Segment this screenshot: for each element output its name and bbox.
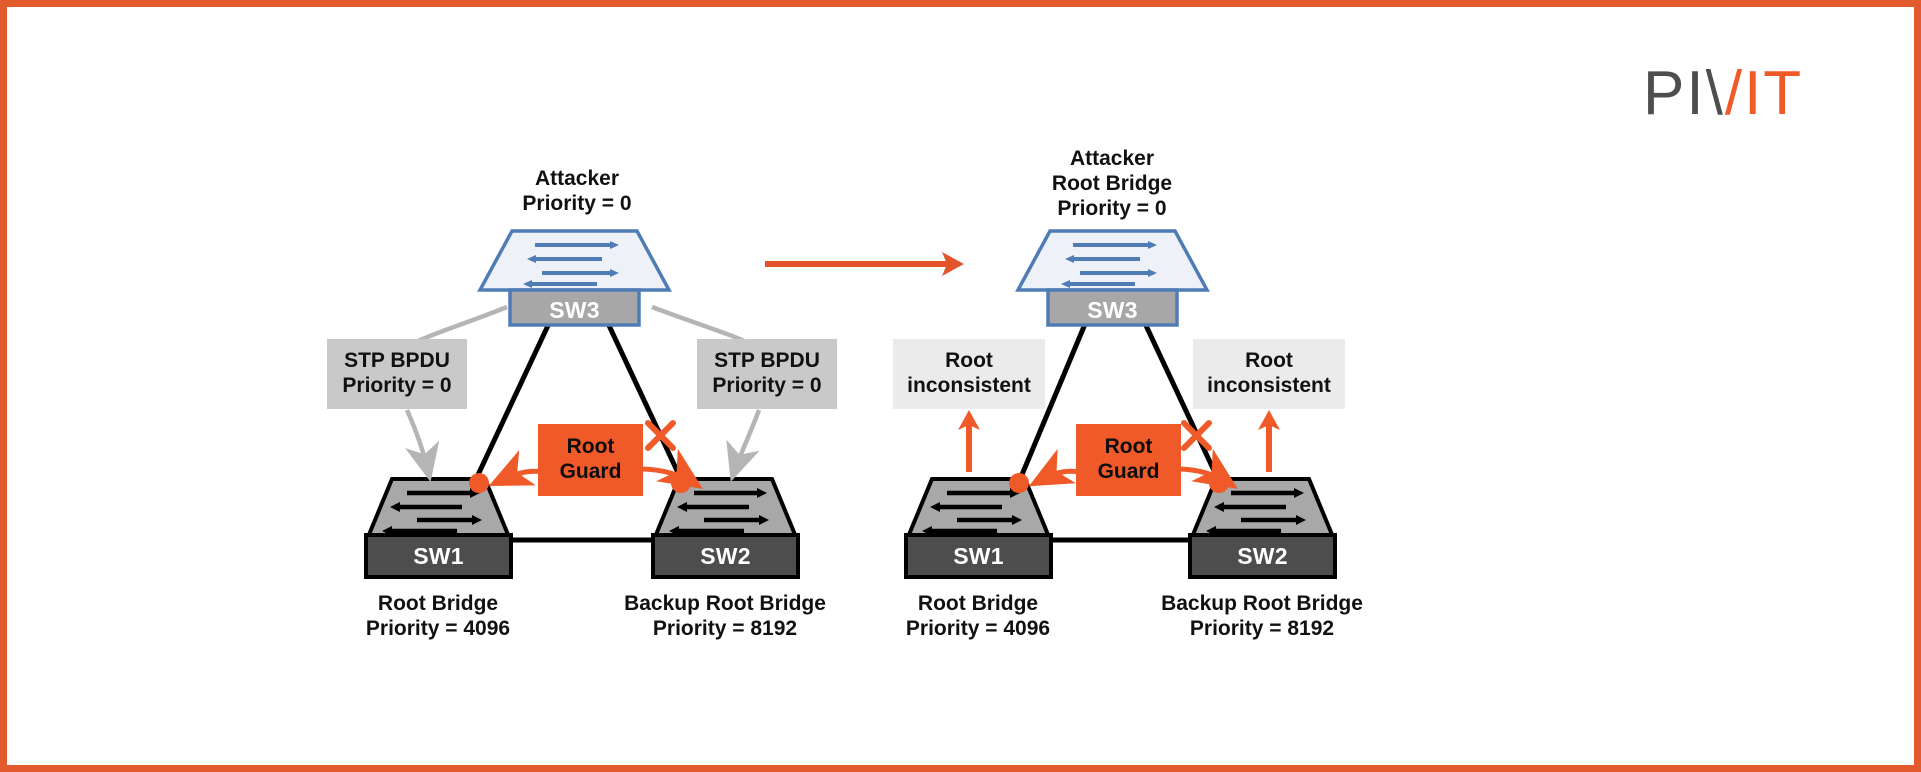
right-switch-sw2 bbox=[1188, 477, 1337, 579]
left-switch-sw1 bbox=[364, 477, 513, 579]
logo-text-pi: PI bbox=[1643, 59, 1706, 128]
left-bpdu-arrow-to-sw1 bbox=[404, 409, 440, 483]
sw1-traffic-arrows-right bbox=[922, 488, 1022, 536]
right-sw2-caption: Backup Root Bridge Priority = 8192 bbox=[1161, 592, 1363, 640]
left-switch-sw3 bbox=[477, 229, 672, 327]
right-sw1-label: SW1 bbox=[953, 543, 1004, 569]
sw3-body bbox=[508, 288, 641, 327]
left-sw1-label: SW1 bbox=[413, 543, 464, 569]
right-sw3-label: SW3 bbox=[1087, 297, 1138, 323]
diagram-vector-layer bbox=[364, 229, 1337, 579]
right-sw2-port-dot bbox=[1209, 473, 1229, 493]
right-switch-sw1 bbox=[904, 477, 1053, 579]
left-bpdu-arrow-to-sw2 bbox=[726, 409, 762, 482]
right-sw1-caption: Root Bridge Priority = 4096 bbox=[905, 592, 1051, 640]
left-bpdu-box-left: STP BPDU Priority = 0 bbox=[327, 339, 467, 409]
right-status-arrow-left bbox=[958, 410, 980, 472]
left-diagram-graphics bbox=[364, 229, 800, 579]
right-rootguard-arrow-left bbox=[1028, 448, 1080, 487]
transition-arrow bbox=[765, 252, 964, 276]
left-switch-sw2 bbox=[651, 477, 800, 579]
sw1-body-right bbox=[904, 533, 1053, 579]
right-diagram-graphics bbox=[904, 229, 1337, 579]
sw2-traffic-arrows-right bbox=[1206, 488, 1306, 536]
logo-v-right-stroke: / bbox=[1724, 59, 1745, 128]
sw2-body bbox=[651, 533, 800, 579]
left-blocked-x-icon bbox=[645, 420, 676, 451]
sw3-traffic-arrows bbox=[523, 241, 619, 288]
right-switch-sw3 bbox=[1015, 229, 1210, 327]
left-sw2-port-dot bbox=[671, 473, 691, 493]
sw2-body-right bbox=[1188, 533, 1337, 579]
left-sw2-label: SW2 bbox=[700, 543, 751, 569]
sw3-traffic-arrows-right bbox=[1061, 241, 1157, 288]
right-blocked-x-icon bbox=[1181, 420, 1212, 451]
right-status-arrow-right bbox=[1258, 410, 1280, 472]
sw1-traffic-arrows bbox=[382, 488, 482, 536]
logo-v-left-stroke: \ bbox=[1705, 59, 1725, 128]
diagram-canvas: PI\/IT Attacker Priority = 0 SW3 STP BPD… bbox=[7, 7, 1914, 765]
right-sw1-port-dot bbox=[1009, 473, 1029, 493]
left-rootguard-arrow-right bbox=[639, 448, 703, 489]
right-sw2-label: SW2 bbox=[1237, 543, 1288, 569]
logo-text-it: IT bbox=[1744, 59, 1804, 128]
left-sw3-label: SW3 bbox=[549, 297, 600, 323]
right-root-guard-box: Root Guard bbox=[1076, 424, 1181, 496]
pivit-logo: PI\/IT bbox=[1643, 63, 1803, 125]
sw2-traffic-arrows bbox=[669, 488, 769, 536]
left-sw2-caption: Backup Root Bridge Priority = 8192 bbox=[624, 592, 826, 640]
left-sw1-caption: Root Bridge Priority = 4096 bbox=[365, 592, 511, 640]
right-status-box-right: Root inconsistent bbox=[1193, 339, 1345, 409]
left-sw1-port-dot bbox=[469, 473, 489, 493]
left-attacker-caption: Attacker Priority = 0 bbox=[522, 167, 632, 215]
right-attacker-caption: Attacker Root Bridge Priority = 0 bbox=[1051, 147, 1173, 220]
left-bpdu-box-right: STP BPDU Priority = 0 bbox=[697, 339, 837, 409]
right-status-box-left: Root inconsistent bbox=[893, 339, 1045, 409]
sw1-body bbox=[364, 533, 513, 579]
sw3-body-right bbox=[1046, 288, 1179, 327]
left-root-guard-box: Root Guard bbox=[538, 424, 643, 496]
left-rootguard-arrow-left bbox=[488, 450, 544, 486]
